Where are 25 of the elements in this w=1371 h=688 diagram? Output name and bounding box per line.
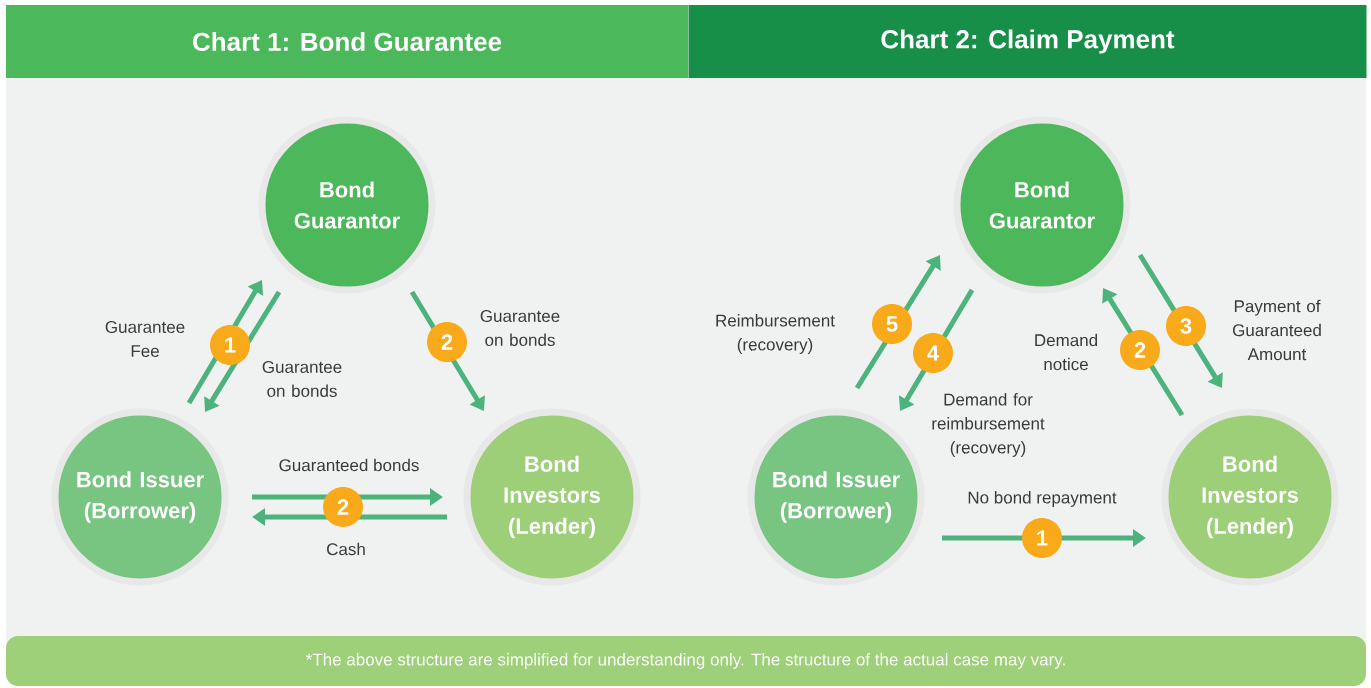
callout-number: 2	[1120, 330, 1160, 370]
circle-node: Bond Guarantor	[258, 116, 436, 294]
edge-label: Guarantee Fee	[99, 320, 191, 358]
circle-node: Bond Investors (Lender)	[463, 408, 641, 586]
circle-node: Bond Issuer (Borrower)	[51, 408, 229, 586]
header-band: Chart 1: Bond Guarantee	[6, 5, 688, 78]
circle-node: Bond Guarantor	[953, 116, 1131, 294]
edge-label: Reimbursement (recovery)	[709, 313, 841, 355]
callout-number: 1	[210, 325, 250, 365]
edge-label: No bond repayment	[966, 490, 1118, 508]
circle-node: Bond Investors (Lender)	[1161, 408, 1339, 586]
callout-number: 4	[913, 333, 953, 373]
callout-number: 3	[1166, 306, 1206, 346]
edge-label: Guarantee on bonds	[256, 360, 348, 398]
footnote-band: *The above structure are simplified for understanding only. The structure of the actual case may vary.	[6, 636, 1366, 686]
circle-node: Bond Issuer (Borrower)	[747, 408, 925, 586]
callout-number: 5	[872, 304, 912, 344]
edge-label: Payment of Guaranteed Amount	[1226, 298, 1328, 362]
callout-number: 1	[1022, 518, 1062, 558]
header-band: Chart 2: Claim Payment	[688, 5, 1367, 78]
edge-label: Demand for reimbursement (recovery)	[924, 392, 1052, 458]
edge-label: Demand notice	[1029, 332, 1103, 372]
edge-label: Guarantee on bonds	[474, 309, 566, 347]
callout-number: 2	[323, 487, 363, 527]
callout-number: 2	[427, 322, 467, 362]
